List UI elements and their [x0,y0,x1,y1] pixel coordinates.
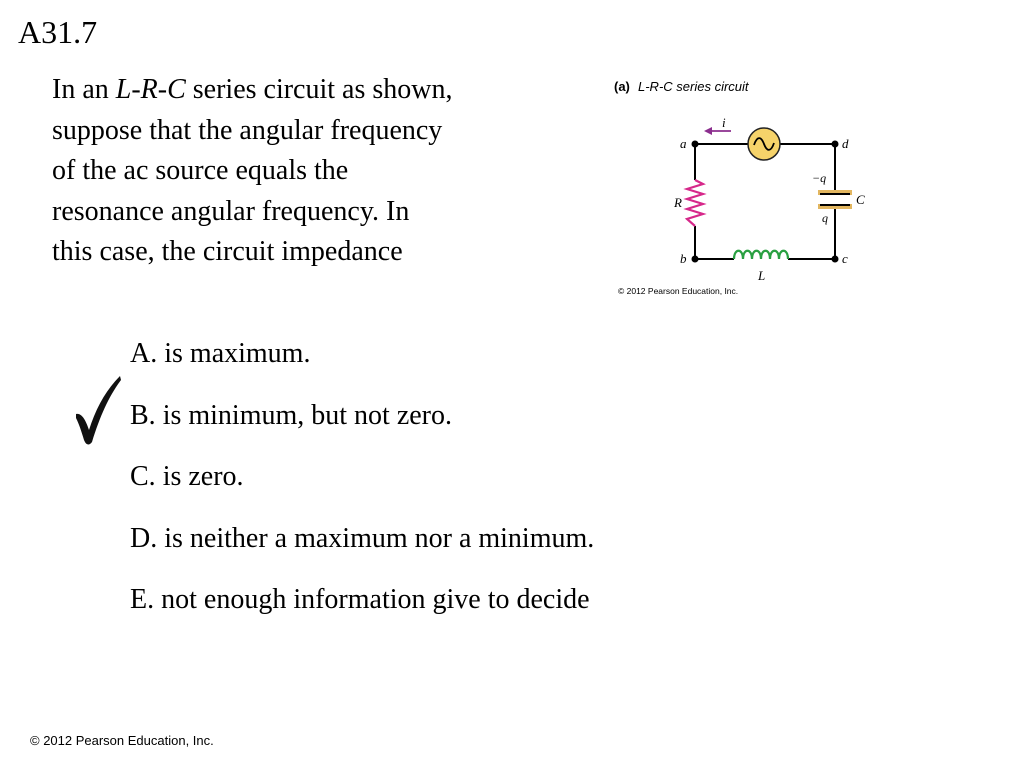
question-line: of the ac source equals the [52,155,349,186]
circuit-figure: (a) L-R-C series circuit i R L [610,72,880,302]
current-arrow-icon [704,127,731,135]
choice-d[interactable]: D. is neither a maximum nor a minimum. [130,517,594,579]
resistor-label: R [673,195,682,210]
choice-text: not enough information give to decide [161,584,590,615]
choice-e[interactable]: E. not enough information give to decide [130,578,594,640]
capacitor-charge-top: −q [812,171,826,185]
answer-choices: A. is maximum. B. is minimum, but not ze… [130,332,594,640]
question-text: In an L-R-C series circuit as shown, sup… [52,70,552,273]
choice-letter: D. [130,522,158,554]
figure-panel-tag: (a) [614,79,630,94]
choice-letter: A. [130,338,158,369]
node-b [691,255,699,263]
node-a-label: a [680,136,687,151]
choice-c[interactable]: C. is zero. [130,455,594,517]
node-c-label: c [842,251,848,266]
node-d [831,140,839,148]
choice-letter: C. [130,461,156,492]
question-line-suffix: series circuit as shown, [185,74,453,105]
choice-b[interactable]: B. is minimum, but not zero. [130,394,594,456]
question-line: this case, the circuit impedance [52,236,403,267]
circuit-diagram: (a) L-R-C series circuit i R L [614,79,865,296]
node-c [831,255,839,263]
node-b-label: b [680,251,687,266]
capacitor-icon [818,190,852,209]
circuit-nodes [691,140,839,263]
resistor-icon [683,179,707,227]
capacitor-charge-bottom: q [822,211,828,225]
choice-text: is zero. [162,461,244,492]
node-a [691,140,699,148]
inductor-icon [732,249,790,260]
ac-source-icon [747,127,781,161]
inductor-label: L [757,268,765,283]
question-circuit-type: L-R-C [115,74,186,105]
node-d-label: d [842,136,849,151]
choice-text: is minimum, but not zero. [162,399,452,431]
question-line: resonance angular frequency. In [52,195,410,227]
slide-id: A31.7 [18,14,98,50]
footer-copyright: © 2012 Pearson Education, Inc. [30,733,214,748]
question-line: In an L-R-C series circuit as shown, [52,70,552,111]
choice-text: is neither a maximum nor a minimum. [164,522,595,554]
checkmark-icon [76,376,121,445]
choice-letter: B. [130,399,156,431]
choice-text: is maximum. [164,338,311,369]
current-label: i [722,115,726,130]
figure-caption: L-R-C series circuit [638,79,750,94]
circuit-wires [694,143,836,260]
question-line: suppose that the angular frequency [52,114,443,146]
choice-a[interactable]: A. is maximum. [130,332,594,394]
figure-copyright: © 2012 Pearson Education, Inc. [618,286,738,296]
capacitor-label: C [856,192,865,207]
question-line-prefix: In an [52,74,116,105]
choice-letter: E. [130,584,155,615]
